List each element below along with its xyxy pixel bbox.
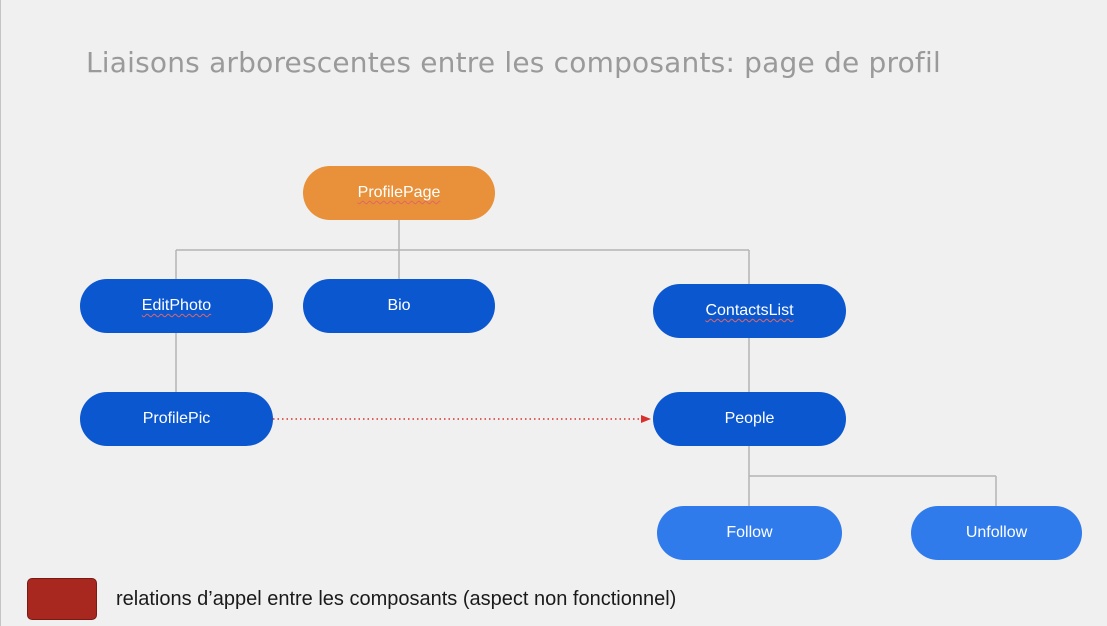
legend-label: relations d’appel entre les composants (… [116,588,677,610]
node-unfollow-label: Unfollow [965,524,1028,541]
node-contactslist: ContactsList [653,284,846,338]
node-follow-label: Follow [726,524,773,541]
node-editphoto-label: EditPhoto [141,297,212,314]
node-follow: Follow [657,506,842,560]
node-profilepic-label: ProfilePic [142,410,211,427]
node-people: People [653,392,846,446]
node-contactslist-label: ContactsList [705,302,794,319]
node-profilepage: ProfilePage [303,166,495,220]
legend-swatch [27,578,97,620]
slide-left-border [0,0,1,626]
node-editphoto: EditPhoto [80,279,273,333]
node-profilepic: ProfilePic [80,392,273,446]
node-profilepage-label: ProfilePage [357,184,441,201]
node-bio: Bio [303,279,495,333]
node-people-label: People [724,410,775,427]
node-bio-label: Bio [387,297,411,314]
node-unfollow: Unfollow [911,506,1082,560]
slide-title: Liaisons arborescentes entre les composa… [86,46,941,79]
